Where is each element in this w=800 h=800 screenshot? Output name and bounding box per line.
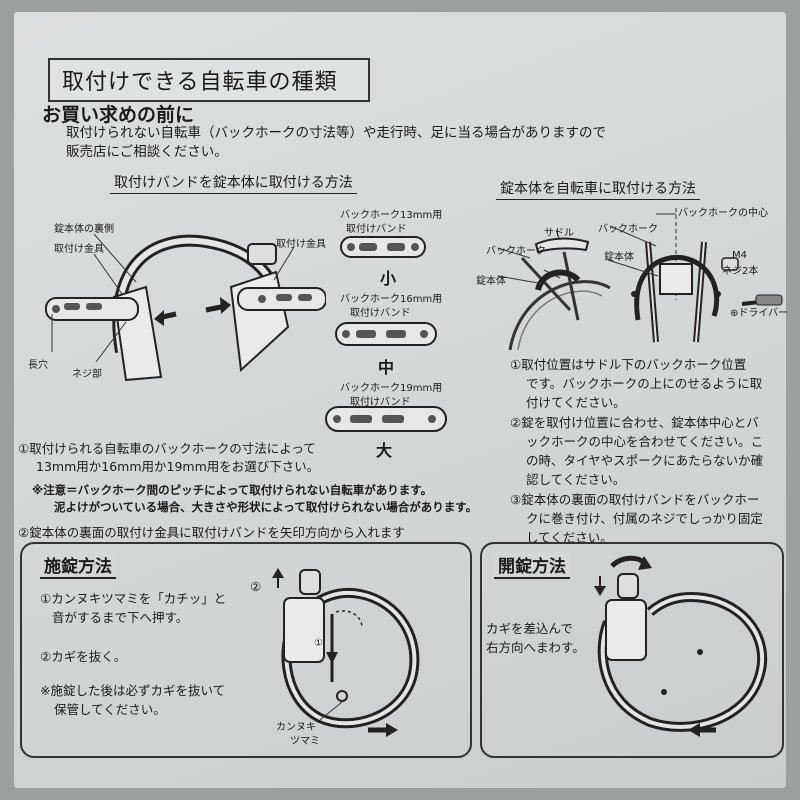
band-13-shape [340, 236, 426, 258]
right-step-2-line-2: ックホークの中心を合わせてください。こ [526, 434, 764, 449]
caution-line-2: 泥よけがついている場合、大きさや形状によって取付けられない場合があります。 [54, 500, 478, 514]
bike-attach-diagram [497, 208, 783, 350]
left-note-1-line-2: 13mm用か16mm用か19mm用をお選び下さい。 [36, 459, 320, 474]
label-m4: M4 [732, 250, 747, 261]
label-backhawk-center: バックホークの中心 [678, 208, 768, 219]
band-19-shape [325, 406, 447, 432]
lock-method-panel [20, 542, 472, 758]
unlock-method-diagram [594, 555, 768, 737]
band-19-label-1: バックホーク19mm用 [340, 383, 443, 394]
unlock-method-title: 開錠方法 [494, 552, 570, 579]
unlock-text-line-2: 右方向へまわす。 [486, 640, 585, 655]
page-title-box: 取付けできる自転車の種類 [48, 58, 370, 102]
left-note-1-line-1: ①取付けられる自転車のバックホークの寸法によって [18, 441, 316, 456]
band-16-label-1: バックホーク16mm用 [340, 294, 443, 305]
lock-step-2: ②カギを抜く。 [40, 649, 127, 664]
band-13-label-1: バックホーク13mm用 [340, 210, 443, 221]
band-16-label-2: 取付けバンド [350, 308, 411, 319]
band-19-size: 大 [376, 441, 393, 460]
right-step-2-line-1: ②錠を取付け位置に合わせ、錠本体中心とバ [510, 415, 759, 430]
right-step-2-line-4: 認してください。 [526, 472, 626, 487]
label-bracket-right: 取付け金具 [276, 239, 326, 250]
lock-note-line-1: ※施錠した後は必ずカギを抜いて [40, 683, 226, 698]
band-13-label-2: 取付けバンド [346, 224, 407, 235]
band-attach-diagram [45, 233, 326, 382]
label-lock-body-b: 錠本体 [476, 276, 506, 287]
page-title: 取付けできる自転車の種類 [62, 70, 338, 95]
lock-step-1-line-1: ①カンヌキツマミを「カチッ」と [40, 591, 227, 606]
right-step-3-line-3: してください。 [526, 530, 613, 545]
caution-line-1: ※注意＝バックホーク間のピッチによって取付けられない自転車があります。 [32, 483, 433, 497]
unlock-text-line-1: カギを差込んで [486, 621, 573, 636]
band-16-size: 中 [378, 358, 395, 377]
right-step-1-line-2: です。バックホークの上にのせるように取 [526, 376, 763, 391]
lock-note-line-2: 保管してください。 [54, 702, 166, 717]
band-16-shape [335, 322, 437, 346]
lock-attach-heading: 錠本体を自転車に取付ける方法 [496, 178, 700, 200]
intro-line-2: 販売店にご相談ください。 [66, 144, 228, 160]
right-step-3-line-2: クに巻き付け、付属のネジでしっかり固定 [526, 511, 763, 526]
lock-step-1-line-2: 音がするまで下へ押す。 [52, 610, 189, 625]
label-back-side: 錠本体の裏側 [54, 224, 114, 235]
right-step-1-line-3: 付けてください。 [526, 395, 626, 410]
band-19-label-2: 取付けバンド [350, 397, 411, 408]
band-attach-heading: 取付けバンドを錠本体に取付ける方法 [110, 172, 357, 194]
unlock-method-panel [480, 542, 784, 758]
label-backhawk-a: バックホーク [598, 224, 658, 235]
left-note-2: ②錠本体の裏面の取付け金具に取付けバンドを矢印方向から入れます [18, 525, 405, 540]
label-bolt-2: ツマミ [290, 736, 320, 747]
intro-line-1: 取付けられない自転車（バックホークの寸法等）や走行時、足に当る場合がありますので [66, 125, 606, 141]
label-saddle: サドル [544, 228, 574, 239]
before-purchase-heading: お買い求めの前に [42, 104, 195, 126]
label-screwdriver: ⊕ドライバー [730, 308, 789, 319]
right-step-3-line-1: ③錠本体の裏面の取付けバンドをバックホー [510, 492, 760, 507]
label-screw-count: ネジ2本 [722, 266, 759, 277]
lock-method-title: 施錠方法 [40, 552, 116, 579]
lock-marker-2: ② [250, 579, 262, 594]
label-backhawk-b: バックホーク [486, 246, 546, 257]
band-13-size: 小 [380, 269, 397, 288]
right-step-2-line-3: の時、タイヤやスポークにあたらないか確 [526, 453, 764, 468]
label-screw: ネジ部 [72, 369, 102, 380]
label-bracket: 取付け金具 [54, 244, 104, 255]
label-slot: 長穴 [28, 360, 48, 371]
label-bolt-1: カンヌキ [276, 722, 316, 733]
lock-method-diagram [272, 568, 420, 737]
lock-marker-1: ① [314, 638, 323, 649]
instruction-sheet: 取付けできる自転車の種類 お買い求めの前に 取付けられない自転車（バックホークの… [14, 12, 789, 788]
label-lock-body-a: 錠本体 [604, 252, 634, 263]
right-step-1-line-1: ①取付位置はサドル下のバックホーク位置 [510, 357, 747, 372]
